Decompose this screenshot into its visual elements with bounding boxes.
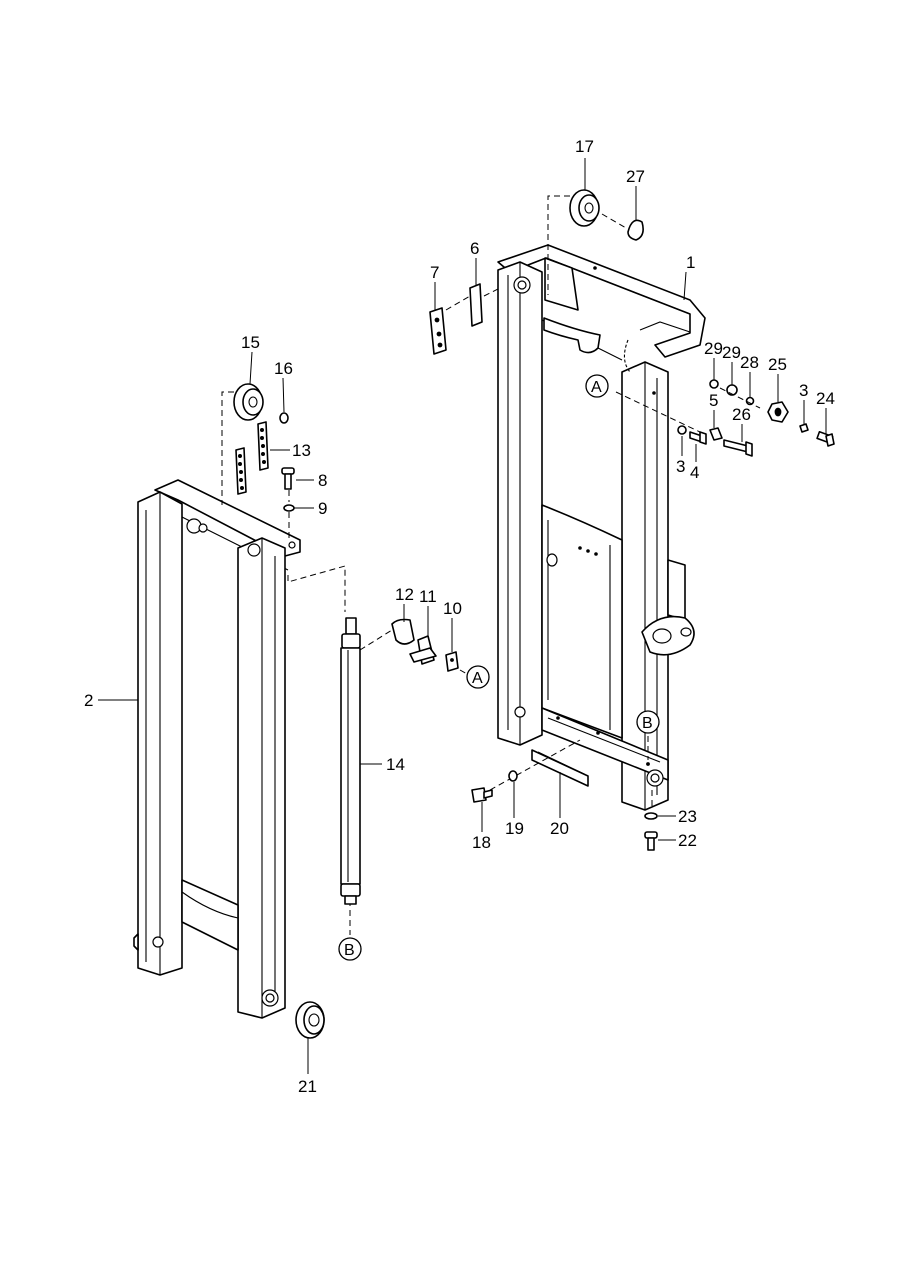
label-part-3-a: 3 <box>676 457 685 476</box>
label-part-3-b: 3 <box>799 381 808 400</box>
label-part-18: 18 <box>472 833 491 852</box>
washer-3a-icon <box>677 425 687 435</box>
snap-ring-27-icon <box>627 219 644 241</box>
ref-a-left: A <box>472 670 483 687</box>
bolt-22-icon <box>644 831 658 851</box>
label-part-7: 7 <box>430 263 439 282</box>
bolt-8-icon <box>281 467 295 490</box>
washer-28-icon <box>745 396 755 406</box>
washer-29a-icon <box>709 379 719 389</box>
chain-anchors <box>235 421 269 495</box>
label-part-23: 23 <box>678 807 697 826</box>
washer-19-icon <box>508 770 518 782</box>
label-part-12: 12 <box>395 585 414 604</box>
ref-b-left: B <box>344 942 355 959</box>
label-part-27: 27 <box>626 167 645 186</box>
ref-a-left-circle <box>466 665 490 689</box>
reference-markers: A A B B <box>338 374 660 961</box>
label-part-5: 5 <box>709 391 718 410</box>
label-part-21: 21 <box>298 1077 317 1096</box>
label-part-19: 19 <box>505 819 524 838</box>
hose-clamp-12-icon <box>391 618 415 645</box>
washer-3b-icon <box>799 423 809 433</box>
bolt-26-icon <box>723 439 753 457</box>
label-part-2: 2 <box>84 691 93 710</box>
ref-b-right-circle <box>636 710 660 734</box>
chain-anchor-7-icon <box>429 307 447 355</box>
label-part-14: 14 <box>386 755 405 774</box>
bolt-24-icon <box>816 430 835 447</box>
label-part-22: 22 <box>678 831 697 850</box>
plate-6-icon <box>469 283 483 327</box>
retaining-ring-16-icon <box>279 412 289 424</box>
bolt-4-icon <box>689 431 707 445</box>
leader-lines <box>98 158 827 1074</box>
washer-9-icon <box>283 504 295 512</box>
label-part-8: 8 <box>318 471 327 490</box>
label-part-11: 11 <box>419 587 437 606</box>
inner-mast-frame <box>133 479 301 1019</box>
label-part-9: 9 <box>318 499 327 518</box>
label-part-15: 15 <box>241 333 260 352</box>
lift-cylinder-14-icon <box>340 617 361 905</box>
label-part-6: 6 <box>470 239 479 258</box>
label-part-28: 28 <box>740 353 759 372</box>
label-part-1: 1 <box>686 253 695 272</box>
ref-b-left-circle <box>338 937 362 961</box>
label-part-29-a: 29 <box>704 339 723 358</box>
outer-mast-frame <box>497 244 706 811</box>
ref-a-right: A <box>591 379 602 396</box>
nut-5-icon <box>709 427 723 441</box>
bolt-18-icon <box>471 787 493 803</box>
label-part-25: 25 <box>768 355 787 374</box>
washer-23-icon <box>644 812 658 820</box>
sheave-17-icon <box>569 189 600 227</box>
label-part-4: 4 <box>690 463 699 482</box>
label-part-10: 10 <box>443 599 462 618</box>
label-part-16: 16 <box>274 359 293 378</box>
label-part-24: 24 <box>816 389 835 408</box>
ref-b-right: B <box>642 715 653 732</box>
part-labels: 2 15 16 13 8 9 12 11 10 14 21 17 27 1 6 … <box>84 137 835 1096</box>
label-part-13: 13 <box>292 441 311 460</box>
label-part-17: 17 <box>575 137 594 156</box>
ref-a-right-circle <box>585 374 609 398</box>
roller-21-icon <box>295 1001 325 1039</box>
label-part-20: 20 <box>550 819 569 838</box>
label-part-29-b: 29 <box>722 343 741 362</box>
label-part-26: 26 <box>732 405 751 424</box>
sheave-15-icon <box>233 383 264 421</box>
